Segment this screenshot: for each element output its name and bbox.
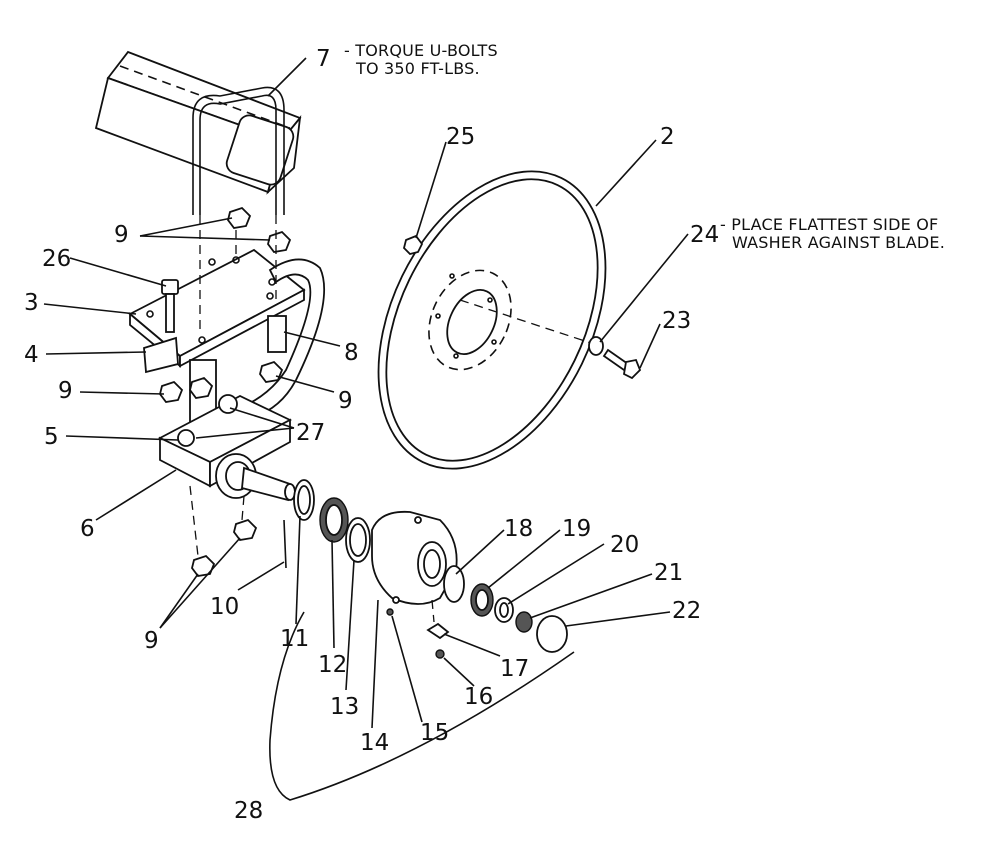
hub-assembly	[293, 479, 568, 659]
torque-note-line1: - TORQUE U-BOLTS	[344, 41, 498, 60]
callout-16: 16	[464, 684, 493, 710]
callout-3: 3	[24, 290, 39, 316]
callout-27: 27	[296, 420, 325, 446]
callout-21: 21	[654, 560, 683, 586]
callout-13: 13	[330, 694, 359, 720]
callout-20: 20	[610, 532, 639, 558]
callout-10: 10	[210, 594, 239, 620]
spindle	[215, 453, 296, 502]
assembly-outline-28	[269, 611, 575, 801]
bolt-23	[602, 348, 642, 380]
callout-9-bottom: 9	[144, 628, 159, 654]
leader-lines	[43, 57, 689, 729]
callout-5: 5	[44, 424, 59, 450]
callout-17: 17	[500, 656, 529, 682]
washer-note-line1: - PLACE FLATTEST SIDE OF	[720, 215, 938, 234]
bolt-26	[161, 279, 179, 333]
disc-blade	[377, 170, 607, 470]
cotter-pin	[283, 519, 287, 569]
callout-9-top: 9	[114, 222, 129, 248]
callout-24: 24	[690, 222, 719, 248]
callout-18: 18	[504, 516, 533, 542]
callout-26: 26	[42, 246, 71, 272]
torque-note-line2: TO 350 FT-LBS.	[355, 59, 480, 78]
callout-25: 25	[446, 124, 475, 150]
callout-4: 4	[24, 342, 39, 368]
callout-8: 8	[344, 340, 359, 366]
callout-12: 12	[318, 652, 347, 678]
square-tube-and-u-bolt	[94, 50, 302, 215]
alignment-lines-left	[189, 215, 277, 557]
callout-28: 28	[234, 798, 263, 824]
callout-9-right: 9	[338, 388, 353, 414]
callout-7: 7	[316, 46, 331, 72]
hex-nuts	[159, 206, 292, 577]
callout-15: 15	[420, 720, 449, 746]
callout-9-left: 9	[58, 378, 73, 404]
callout-6: 6	[80, 516, 95, 542]
callout-2: 2	[660, 124, 675, 150]
nut-25	[403, 234, 424, 255]
callout-numbers: 7 2 25 24 23 9 26 3 4 8 9 9 5 27 6 18 19…	[24, 46, 719, 824]
bolt-8	[267, 315, 287, 353]
callout-11: 11	[280, 626, 309, 652]
callout-22: 22	[672, 598, 701, 624]
spacer-block	[143, 336, 179, 374]
callout-23: 23	[662, 308, 691, 334]
washer-note-line2: WASHER AGAINST BLADE.	[732, 233, 945, 252]
callout-14: 14	[360, 730, 389, 756]
callout-19: 19	[562, 516, 591, 542]
notes: - TORQUE U-BOLTS TO 350 FT-LBS. - PLACE …	[344, 41, 945, 252]
